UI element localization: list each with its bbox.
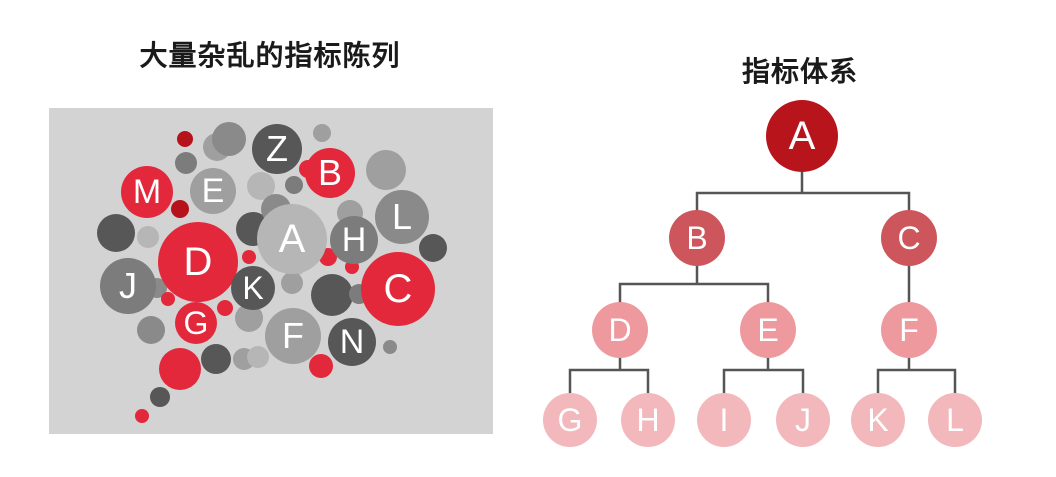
bubble-c: C <box>361 252 435 326</box>
connector-f-kl <box>876 355 957 393</box>
bubble-f: F <box>265 308 321 364</box>
tree-node-g: G <box>543 393 597 447</box>
node-label: E <box>757 312 778 348</box>
node-label: A <box>789 114 816 158</box>
node-label: J <box>795 402 811 438</box>
bubble-d: D <box>158 222 238 302</box>
decor-bubble <box>311 274 353 316</box>
bubble-e: E <box>190 168 236 214</box>
bubble-label: Z <box>266 128 288 169</box>
decor-bubble <box>212 122 246 156</box>
decor-bubble <box>159 348 201 390</box>
tree-node-i: I <box>697 393 751 447</box>
metric-system-title: 指标体系 <box>741 55 858 88</box>
bubble-label: B <box>317 152 342 193</box>
bubble-label: G <box>183 305 209 341</box>
decor-bubble <box>201 344 231 374</box>
tree-node-d: D <box>592 302 648 358</box>
decor-bubble <box>313 124 331 142</box>
bubble-label: D <box>183 240 213 284</box>
tree-node-f: F <box>881 302 937 358</box>
decor-bubble <box>383 340 397 354</box>
bubble-z: Z <box>252 124 302 174</box>
node-label: D <box>608 312 631 348</box>
bubble-label: J <box>119 265 137 306</box>
bubble-label: F <box>282 315 304 356</box>
decor-bubble <box>175 152 197 174</box>
decor-bubble <box>150 387 170 407</box>
decor-bubble <box>217 300 233 316</box>
tree-node-k: K <box>851 393 905 447</box>
decor-bubble <box>137 226 159 248</box>
node-label: K <box>867 402 888 438</box>
decor-bubble <box>137 316 165 344</box>
bubble-label: A <box>278 217 306 261</box>
decor-bubble <box>171 200 189 218</box>
tree-node-l: L <box>928 393 982 447</box>
decor-bubble <box>242 250 256 264</box>
tree-node-b: B <box>669 210 725 266</box>
node-label: G <box>558 402 583 438</box>
bubble-label: N <box>339 323 365 361</box>
bubble-label: M <box>132 173 162 211</box>
bubble-label: L <box>391 196 413 237</box>
node-label: L <box>946 402 964 438</box>
bubble-n: N <box>328 318 376 366</box>
tree-connectors <box>568 170 957 393</box>
bubble-h: H <box>330 216 378 264</box>
tree-node-c: C <box>881 210 937 266</box>
tree-node-j: J <box>776 393 830 447</box>
decor-bubble <box>135 409 149 423</box>
bubble-b: B <box>305 148 355 198</box>
cluttered-metrics-title: 大量杂乱的指标陈列 <box>139 39 401 72</box>
node-label: I <box>720 402 729 438</box>
decor-bubble <box>419 234 447 262</box>
decor-bubble <box>309 354 333 378</box>
bubble-label: H <box>341 221 367 259</box>
bubble-cloud-panel: M E Z B L D A H J K C G F N <box>49 108 493 434</box>
bubble-l: L <box>375 190 429 244</box>
tree-node-h: H <box>621 393 675 447</box>
bubble-label: C <box>383 267 413 311</box>
decor-bubble <box>366 150 406 190</box>
connector-b-de <box>618 264 770 305</box>
node-label: H <box>636 402 659 438</box>
decor-bubble <box>281 272 303 294</box>
connector-e-ij <box>722 355 805 393</box>
connector-a-bc <box>695 170 911 213</box>
decor-bubble <box>97 214 135 252</box>
bubble-label: K <box>242 270 264 306</box>
bubble-g: G <box>175 302 217 344</box>
bubble-k: K <box>231 266 275 310</box>
decor-bubble <box>285 176 303 194</box>
connector-d-gh <box>568 355 650 393</box>
tree-node-e: E <box>740 302 796 358</box>
bubble-m: M <box>121 166 173 218</box>
tree-node-a: A <box>766 100 838 172</box>
decor-bubble <box>161 292 175 306</box>
decor-bubble <box>177 131 193 147</box>
node-label: F <box>899 312 919 348</box>
node-label: C <box>897 220 920 256</box>
node-label: B <box>686 220 707 256</box>
bubble-j: J <box>100 258 156 314</box>
decor-bubble <box>247 346 269 368</box>
bubble-label: E <box>201 172 225 210</box>
bubble-a: A <box>257 204 327 274</box>
